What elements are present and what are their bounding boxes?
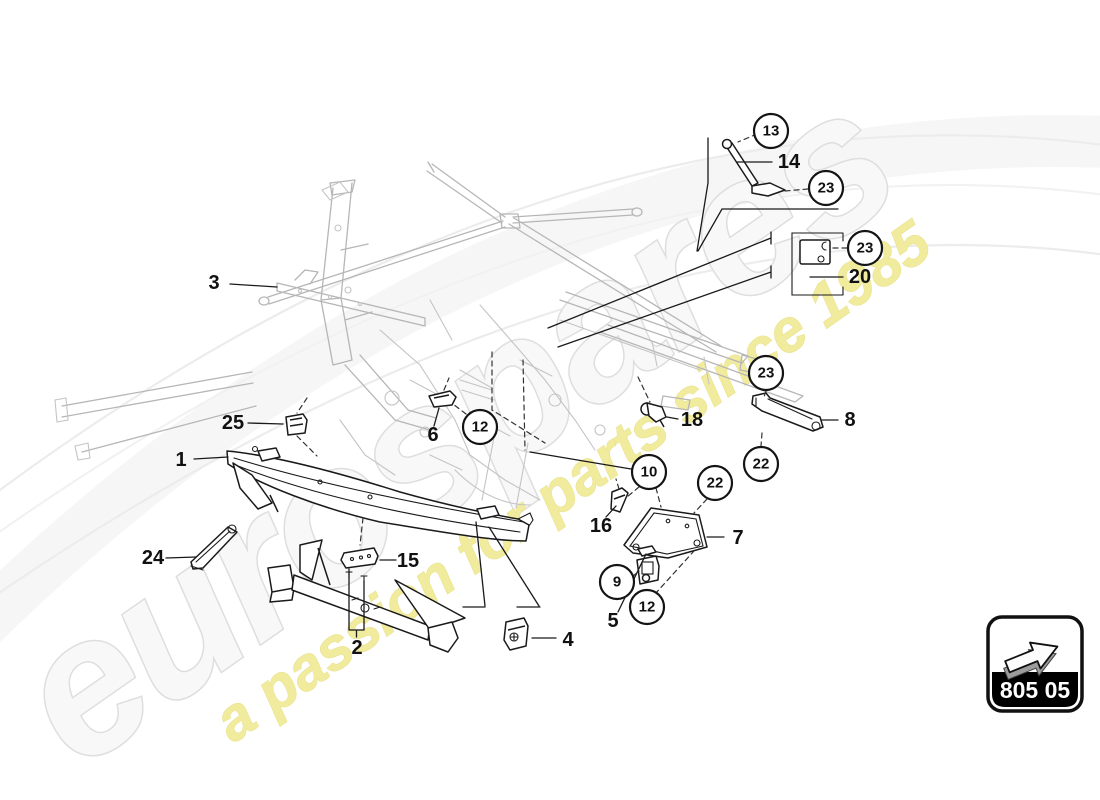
svg-text:24: 24 xyxy=(142,547,165,569)
svg-text:23: 23 xyxy=(758,365,775,382)
svg-text:12: 12 xyxy=(639,599,656,616)
svg-text:16: 16 xyxy=(590,515,612,537)
part-25-clip xyxy=(285,413,308,436)
callout-circled-12[interactable]: 12 xyxy=(628,588,666,626)
svg-text:8: 8 xyxy=(844,409,855,431)
highlighted-parts xyxy=(190,138,844,653)
svg-text:9: 9 xyxy=(613,574,621,591)
part-20-bracket xyxy=(791,232,844,296)
svg-text:4: 4 xyxy=(562,629,574,651)
part-18-hook xyxy=(640,402,667,428)
leader-lines xyxy=(165,137,844,639)
part-8-bar xyxy=(751,392,824,432)
svg-text:23: 23 xyxy=(857,240,874,257)
callout-plain-8[interactable]: 8 xyxy=(844,409,855,431)
svg-text:22: 22 xyxy=(707,475,724,492)
svg-text:1: 1 xyxy=(175,449,186,471)
badge-band xyxy=(992,672,1078,707)
svg-text:3: 3 xyxy=(208,272,219,294)
svg-text:18: 18 xyxy=(681,409,703,431)
callout-circled-23[interactable]: 23 xyxy=(747,354,785,392)
callout-plain-15[interactable]: 15 xyxy=(397,550,419,572)
callout-circled-9[interactable]: 9 xyxy=(598,563,636,601)
part-code-badge[interactable]: 805 05 xyxy=(986,615,1084,713)
part-15-plate xyxy=(340,547,379,583)
callout-circled-13[interactable]: 13 xyxy=(752,112,790,150)
assembly-dashed-lines xyxy=(296,133,848,595)
svg-text:12: 12 xyxy=(472,419,489,436)
svg-text:23: 23 xyxy=(818,180,835,197)
callout-circled-23[interactable]: 23 xyxy=(807,169,845,207)
svg-text:10: 10 xyxy=(641,464,658,481)
callout-plain-4[interactable]: 4 xyxy=(562,629,574,651)
callout-plain-6[interactable]: 6 xyxy=(427,424,438,446)
svg-text:14: 14 xyxy=(778,151,801,173)
part-5-clip-cluster xyxy=(636,545,660,585)
callout-circled-10[interactable]: 10 xyxy=(630,453,668,491)
callout-plain-14[interactable]: 14 xyxy=(778,151,801,173)
part-6-bracket xyxy=(428,390,457,408)
callout-plain-16[interactable]: 16 xyxy=(590,515,612,537)
callout-circled-23[interactable]: 23 xyxy=(846,229,884,267)
svg-text:2: 2 xyxy=(351,637,362,659)
callout-plain-2[interactable]: 2 xyxy=(351,637,362,659)
callout-plain-20[interactable]: 20 xyxy=(849,266,871,288)
part-4-bracket xyxy=(503,617,529,651)
svg-text:22: 22 xyxy=(753,456,770,473)
callout-plain-18[interactable]: 18 xyxy=(681,409,703,431)
callout-plain-1[interactable]: 1 xyxy=(175,449,186,471)
direction-arrow-icon xyxy=(1003,641,1059,681)
part-24-rod xyxy=(190,524,238,571)
part-2-crossmember xyxy=(267,539,466,653)
badge-code-text: 805 05 xyxy=(1000,677,1071,703)
callout-plain-25[interactable]: 25 xyxy=(222,412,244,434)
callout-plain-3[interactable]: 3 xyxy=(208,272,219,294)
svg-text:7: 7 xyxy=(732,527,743,549)
svg-text:25: 25 xyxy=(222,412,244,434)
svg-text:13: 13 xyxy=(763,123,780,140)
svg-text:5: 5 xyxy=(607,610,618,632)
svg-text:6: 6 xyxy=(427,424,438,446)
svg-text:20: 20 xyxy=(849,266,871,288)
part-14-strut xyxy=(721,138,786,197)
callout-plain-7[interactable]: 7 xyxy=(732,527,743,549)
callout-circled-12[interactable]: 12 xyxy=(461,408,499,446)
svg-text:15: 15 xyxy=(397,550,419,572)
callout-circled-22[interactable]: 22 xyxy=(696,464,734,502)
callout-plain-5[interactable]: 5 xyxy=(607,610,618,632)
part-1-impact-bar xyxy=(226,445,534,542)
part-7-tray xyxy=(623,507,708,559)
callout-circled-22[interactable]: 22 xyxy=(742,445,780,483)
callout-plain-24[interactable]: 24 xyxy=(142,547,165,569)
